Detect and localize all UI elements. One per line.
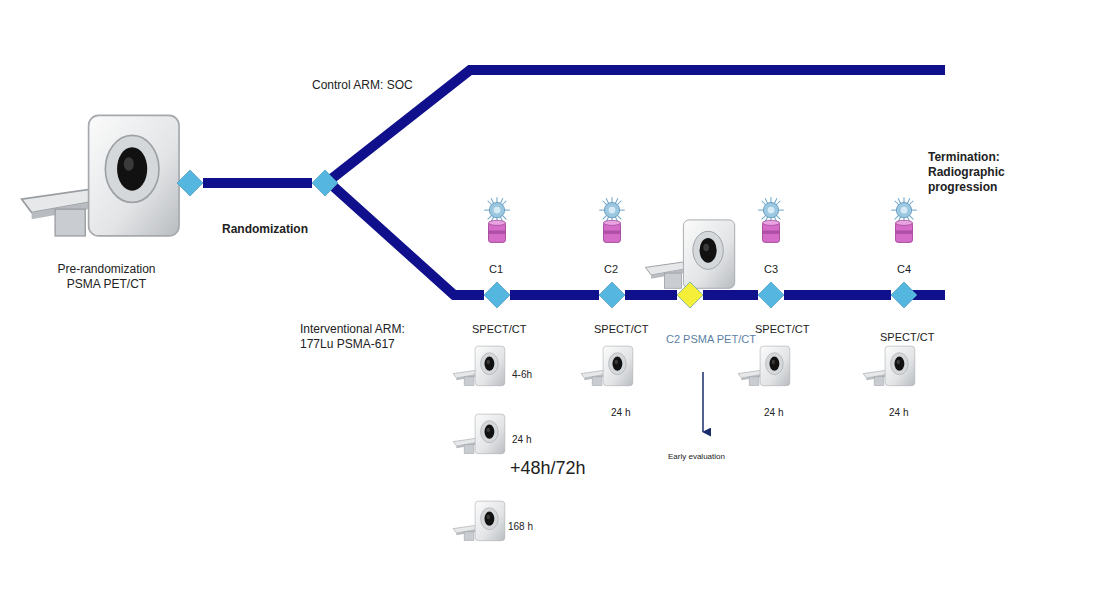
node-label: SPECT/CT xyxy=(594,322,664,337)
timepoint-diamond: Randomization xyxy=(312,170,338,196)
diamond-shape xyxy=(484,282,510,308)
arm-label: Interventional ARM: 177Lu PSMA-617 xyxy=(300,322,425,352)
diamond-shape xyxy=(599,282,625,308)
node-label: SPECT/CT xyxy=(755,322,825,337)
pet-timepoint-diamond: C2 PSMA PET/CT xyxy=(677,282,703,308)
time-label: 168 h xyxy=(508,520,568,533)
arm-line xyxy=(703,290,758,300)
time-label: 4-6h xyxy=(512,368,562,381)
timepoint-diamond: C3SPECT/CT xyxy=(758,282,784,308)
timepoint-diamond: Pre-randomization PSMA PET/CT xyxy=(177,170,203,196)
arm-line xyxy=(334,187,484,295)
termination-note: Termination: Radiographic progression xyxy=(928,150,1076,195)
arm-line xyxy=(510,290,599,300)
cycle-label: C4 xyxy=(897,262,937,277)
cycle-label: C1 xyxy=(489,262,529,277)
time-label: 24 h xyxy=(889,406,939,419)
diamond-shape xyxy=(758,282,784,308)
time-label: 24 h xyxy=(764,406,814,419)
arm-line xyxy=(625,290,677,300)
note-label: Early evaluation xyxy=(668,452,758,462)
arm-line xyxy=(203,178,312,188)
time-label: 24 h xyxy=(512,433,562,446)
arm-label: Control ARM: SOC xyxy=(312,78,472,93)
node-label: Randomization xyxy=(222,222,342,237)
node-label: SPECT/CT xyxy=(880,330,950,345)
node-label: SPECT/CT xyxy=(472,322,542,337)
diamond-shape xyxy=(677,282,703,308)
timepoint-diamond: C2SPECT/CT xyxy=(599,282,625,308)
timepoint-diamond: C4SPECT/CT xyxy=(891,282,917,308)
cycle-label: C2 xyxy=(604,262,644,277)
timepoint-diamond: C1SPECT/CT xyxy=(484,282,510,308)
cycle-label: C3 xyxy=(764,262,804,277)
diamond-shape xyxy=(312,170,338,196)
time-label: 24 h xyxy=(611,406,661,419)
diamond-shape xyxy=(177,170,203,196)
time-label: +48h/72h xyxy=(510,457,620,480)
node-label: Pre-randomization PSMA PET/CT xyxy=(44,262,169,292)
diamond-shape xyxy=(891,282,917,308)
arm-line xyxy=(784,290,891,300)
